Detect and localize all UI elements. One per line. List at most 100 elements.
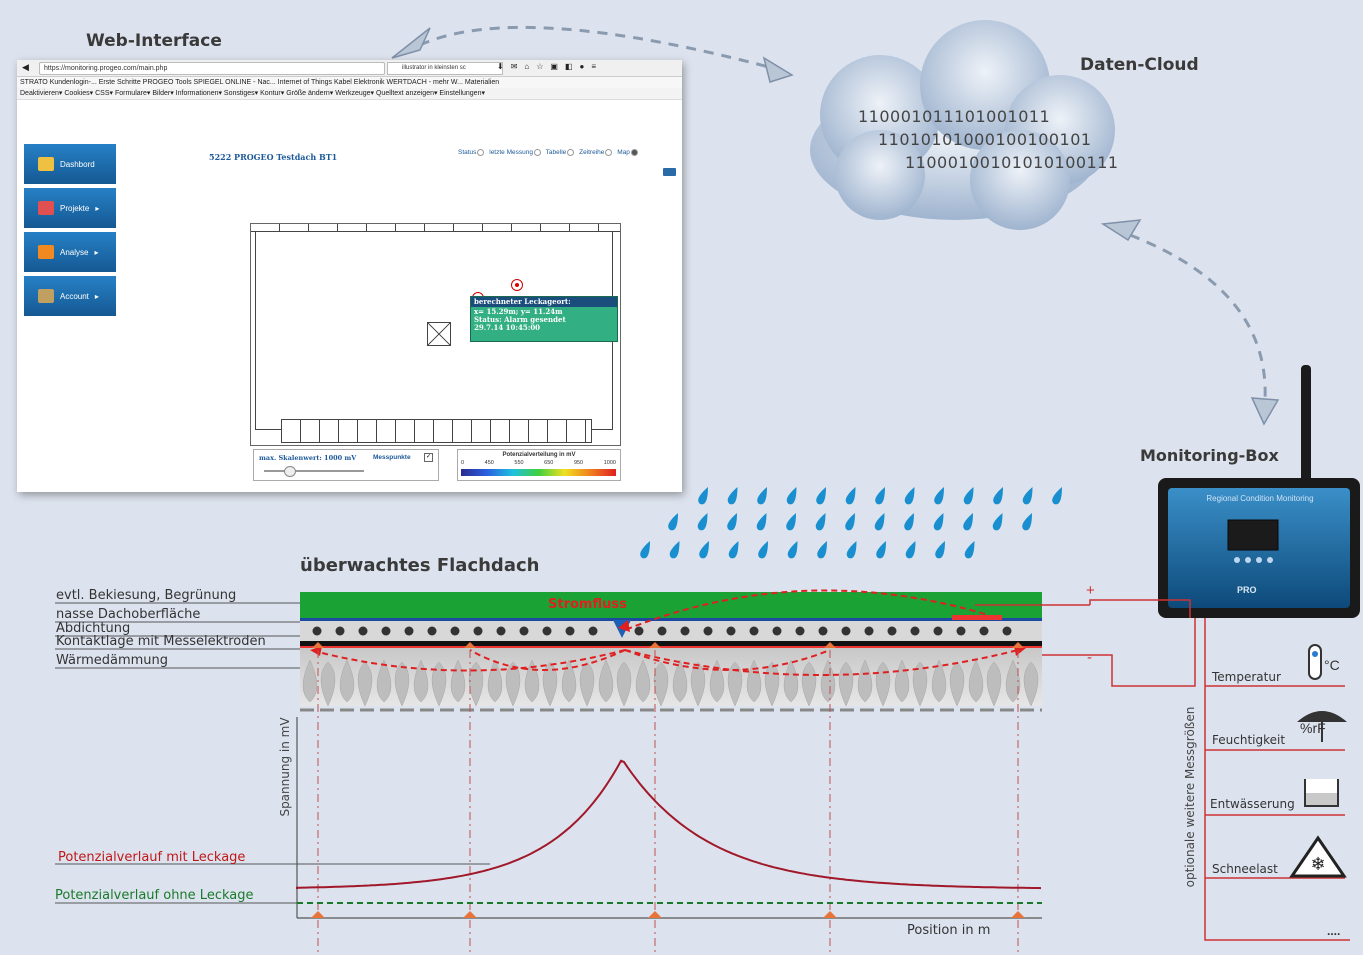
scale-slider-handle[interactable] bbox=[284, 466, 296, 477]
rain-drop bbox=[728, 541, 739, 559]
radio-last-measurement[interactable] bbox=[533, 149, 541, 156]
view-last-measurement[interactable]: letzte Messung bbox=[489, 149, 533, 157]
rain-drop bbox=[786, 513, 796, 531]
insulation-blob bbox=[376, 659, 392, 703]
bookmarks-bar[interactable]: STRATO Kundenlogin-... Erste Schritte PR… bbox=[17, 77, 682, 88]
leak-point-2[interactable] bbox=[511, 279, 523, 291]
rain-drop bbox=[904, 487, 915, 505]
radio-table[interactable] bbox=[567, 149, 575, 156]
view-table[interactable]: Tabelle bbox=[545, 149, 567, 157]
browser-search-input[interactable]: illustrator in kleinsten sc bbox=[387, 62, 503, 75]
insulation-blob bbox=[986, 661, 1002, 707]
insulation-blob bbox=[394, 661, 410, 707]
rain-drop bbox=[668, 513, 678, 531]
layer-label-insulation: Wärmedämmung bbox=[56, 653, 169, 668]
connection-arrows bbox=[419, 25, 1267, 401]
electrode-dot bbox=[496, 626, 506, 636]
insulation-blob bbox=[801, 661, 817, 707]
nav-projects[interactable]: Projekte▸ bbox=[24, 188, 116, 228]
sensor-temperature: Temperatur bbox=[1212, 670, 1281, 684]
rain-drop bbox=[758, 541, 768, 559]
radio-status[interactable] bbox=[477, 149, 485, 156]
rain-drop bbox=[905, 541, 916, 559]
electrode-dot bbox=[404, 626, 414, 636]
electrode-dot bbox=[381, 626, 391, 636]
electrode-marker bbox=[648, 911, 662, 918]
view-selector: Status letzte Messung Tabelle Zeitreihe … bbox=[458, 149, 641, 156]
arrow-heads bbox=[391, 27, 1280, 426]
view-timeseries[interactable]: Zeitreihe bbox=[579, 149, 605, 157]
electrode-dot bbox=[565, 626, 575, 636]
insulation-blob bbox=[616, 661, 632, 707]
insulation-blob bbox=[1005, 659, 1021, 703]
plus-terminal: + bbox=[1086, 582, 1095, 599]
graph-axes bbox=[296, 717, 1042, 919]
insulation-blob bbox=[431, 661, 447, 707]
box-wiring bbox=[1042, 599, 1350, 941]
radio-map[interactable] bbox=[630, 149, 638, 156]
rain-drop bbox=[756, 513, 767, 531]
project-title: 5222 PROGEO Testdach BT1 bbox=[209, 152, 338, 162]
browser-toolbar-icons[interactable]: ⬇✉⌂☆▣◧●≡ bbox=[497, 62, 604, 71]
browser-url-bar: ◀ https://monitoring.progeo.com/main.php… bbox=[17, 60, 682, 77]
print-icon[interactable] bbox=[663, 168, 676, 176]
scale-slider-track[interactable] bbox=[264, 470, 364, 472]
electrode bbox=[1012, 642, 1024, 648]
y-axis-label: Spannung in mV bbox=[278, 717, 292, 817]
rain-drop bbox=[727, 513, 737, 531]
electrode-dot bbox=[956, 626, 966, 636]
layer-label-contact-layer: Kontaktlage mit Messelektroden bbox=[56, 634, 266, 649]
rain-drop bbox=[963, 513, 973, 531]
x-axis-label: Position in m bbox=[907, 923, 991, 938]
electrode bbox=[312, 642, 324, 648]
minus-terminal: - bbox=[1087, 649, 1092, 666]
current-flow-label: Stromfluss bbox=[548, 597, 627, 612]
electrode-dot bbox=[979, 626, 989, 636]
layer-label-gravel: evtl. Bekiesung, Begrünung bbox=[56, 588, 237, 603]
svg-text:❄: ❄ bbox=[1310, 854, 1325, 875]
points-label: Messpunkte bbox=[373, 454, 411, 461]
binary-line-1: 110001011101001011 bbox=[858, 107, 1051, 126]
rain-drop bbox=[964, 541, 975, 559]
insulation-blob bbox=[783, 659, 799, 703]
legend-tick: 450 bbox=[484, 460, 494, 466]
sensor-drainage: Entwässerung bbox=[1210, 797, 1295, 811]
electrode-dot bbox=[519, 626, 529, 636]
roof-hatch-icon bbox=[427, 322, 451, 346]
insulation-blob bbox=[857, 659, 873, 703]
nav-projects-label: Projekte bbox=[60, 203, 90, 213]
electrode-dot bbox=[473, 626, 483, 636]
rain-drop bbox=[963, 487, 974, 505]
nav-analysis[interactable]: Analyse▸ bbox=[24, 232, 116, 272]
radio-timeseries[interactable] bbox=[605, 149, 613, 156]
electrode-dot bbox=[450, 626, 460, 636]
data-cloud-title: Daten-Cloud bbox=[1080, 55, 1199, 75]
insulation-blob bbox=[598, 659, 614, 703]
graph-electrode-markers bbox=[311, 911, 1025, 918]
rain-drop bbox=[933, 513, 944, 531]
view-status[interactable]: Status bbox=[458, 149, 477, 157]
box-brand-label: PRO bbox=[1237, 585, 1257, 595]
humidity-unit: %rF bbox=[1300, 720, 1326, 736]
electrode-dot bbox=[933, 626, 943, 636]
back-icon[interactable]: ◀ bbox=[22, 62, 29, 72]
insulation-blob bbox=[746, 659, 762, 703]
legend-title: Potenzialverteilung in mV bbox=[502, 452, 576, 458]
nav-dashboard[interactable]: Dashbord bbox=[24, 144, 116, 184]
points-checkbox[interactable]: ✓ bbox=[424, 453, 433, 462]
nav-account[interactable]: Account▸ bbox=[24, 276, 116, 316]
view-map[interactable]: Map bbox=[617, 149, 630, 157]
rain-drop bbox=[669, 541, 680, 559]
electrode bbox=[649, 642, 661, 648]
electrode-dot bbox=[749, 626, 759, 636]
developer-toolbar[interactable]: Deaktivieren▾ Cookies▾ CSS▾ Formulare▾ B… bbox=[17, 88, 682, 100]
electrode-dot bbox=[680, 626, 690, 636]
url-input[interactable]: https://monitoring.progeo.com/main.php bbox=[39, 62, 385, 75]
rain-drop bbox=[786, 487, 797, 505]
current-flow-arrows bbox=[317, 589, 1019, 676]
electrode-dot bbox=[634, 626, 644, 636]
sensor-snow-load: Schneelast bbox=[1212, 862, 1278, 876]
binary-line-3: 11000100101010100111 bbox=[905, 153, 1119, 172]
